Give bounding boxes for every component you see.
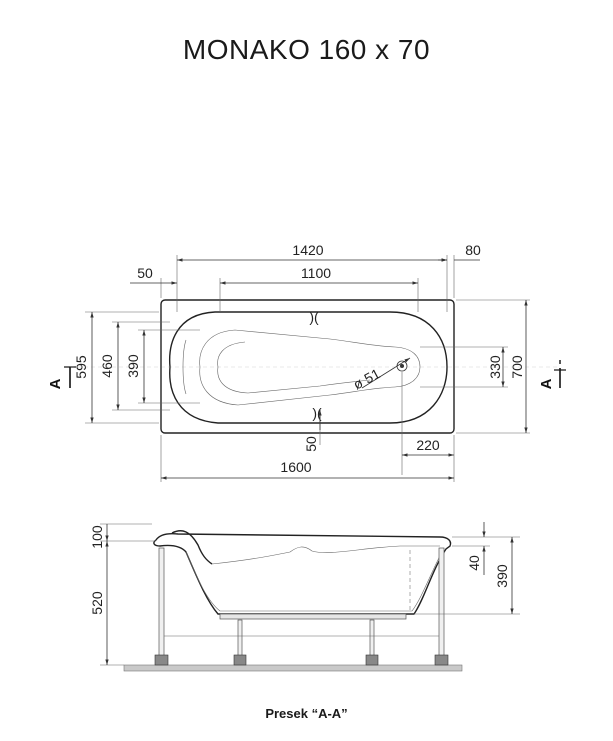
section-caption: Presek “A-A” (265, 706, 348, 721)
tub-rim-outline (160, 299, 455, 434)
tub-floor-contour (199, 329, 421, 406)
dim-520-label: 520 (89, 591, 105, 615)
drain-leader (361, 357, 411, 389)
tub-backrest (171, 530, 213, 565)
foot-right (434, 654, 449, 666)
tub-contour-line (211, 545, 440, 565)
dim-390-section-label: 390 (494, 564, 510, 588)
tub-inner-wall (185, 547, 445, 612)
tub-basin-outline (168, 311, 448, 424)
leg-right (438, 547, 445, 657)
dim-220-label: 220 (416, 437, 440, 453)
handle-mark-top: )( (309, 309, 319, 325)
dim-330-label: 330 (487, 355, 503, 379)
dim-50-top-label: 50 (137, 265, 153, 281)
section-label-left: A (47, 378, 64, 389)
dim-390-label: 390 (125, 354, 141, 378)
drawing-title: MONAKO 160 x 70 (182, 34, 431, 65)
dim-595-label: 595 (73, 355, 89, 379)
tub-bottom-plate (219, 613, 407, 620)
plan-view: )( )( ø 51 1420 80 50 1100 5 (47, 242, 566, 482)
tub-backrest-contour (217, 341, 371, 394)
leg-left (158, 547, 165, 657)
dim-100-label: 100 (89, 525, 105, 549)
foot-left (154, 654, 169, 666)
section-view: 100 520 40 390 (89, 522, 520, 672)
dim-1600-label: 1600 (280, 459, 311, 475)
dim-1420-label: 1420 (292, 242, 323, 258)
section-label-right: A (538, 378, 555, 389)
dim-1100-label: 1100 (301, 265, 331, 281)
foot-mid-left (233, 654, 247, 666)
leg-mid-left (237, 619, 243, 657)
dim-40-label: 40 (466, 555, 482, 571)
drain-center (400, 364, 404, 368)
handle-mark-bottom: )( (312, 405, 322, 421)
dim-700-label: 700 (509, 355, 525, 379)
floor (123, 664, 463, 672)
dim-460-label: 460 (99, 354, 115, 378)
dim-50-bottom-label: 50 (303, 436, 319, 452)
foot-mid-right (365, 654, 379, 666)
leg-mid-right (369, 619, 375, 657)
dim-80-label: 80 (465, 242, 481, 258)
tub-headrest-line (182, 339, 187, 395)
